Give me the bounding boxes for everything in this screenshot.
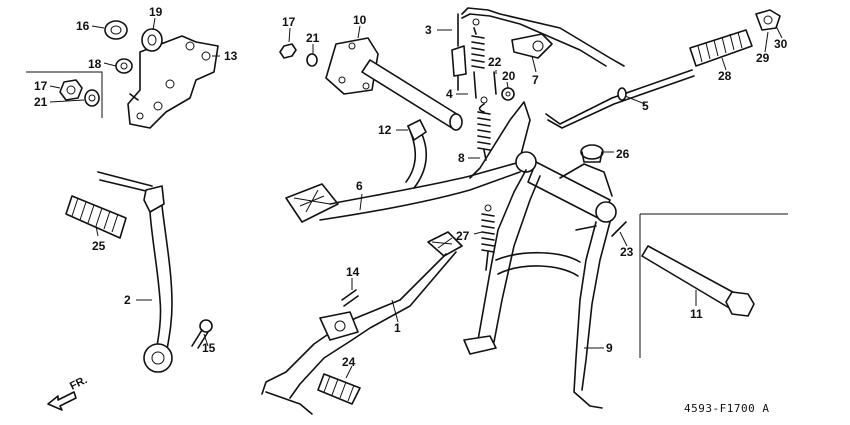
callout-21-left: 21 [34, 95, 48, 109]
callout-5: 5 [642, 99, 649, 113]
callout-21-top: 21 [306, 31, 320, 45]
callout-29: 29 [756, 51, 770, 65]
pedal-rubber-25 [65, 195, 127, 239]
collar-18 [115, 58, 133, 74]
callout-25: 25 [92, 239, 106, 253]
callout-23: 23 [620, 245, 634, 259]
callout-20: 19 [149, 5, 163, 19]
pivot-bolt-11 [641, 245, 755, 317]
washer-21-left [84, 89, 100, 107]
washer-19 [501, 87, 515, 101]
callout-6: 6 [356, 179, 363, 193]
callout-14: 14 [346, 265, 360, 279]
callout-30: 30 [774, 37, 788, 51]
spring-27 [481, 204, 495, 271]
pin-22 [493, 71, 497, 95]
leader-lines [49, 17, 783, 379]
frame-lines [639, 213, 788, 358]
clip-29-30 [755, 9, 781, 31]
callout-10: 10 [353, 13, 367, 27]
callout-11: 11 [690, 307, 703, 321]
pin-23 [611, 221, 627, 237]
callout-7: 7 [532, 73, 539, 87]
bracket-7 [511, 33, 553, 59]
brake-pedal-6 [285, 101, 531, 223]
side-stand-1 [261, 231, 463, 415]
spring-8 [477, 96, 491, 161]
callout-27: 27 [456, 229, 470, 243]
front-direction-arrow: FR. [47, 374, 89, 411]
callout-1: 1 [394, 321, 401, 335]
spring-28 [689, 29, 753, 67]
figure-code: 4593-F1700 A [684, 402, 769, 415]
nut-16 [104, 20, 128, 40]
callout-19: 20 [502, 69, 516, 83]
callout-16: 16 [76, 19, 90, 33]
bolt-15 [191, 319, 213, 349]
callout-8: 8 [458, 151, 465, 165]
callout-3: 3 [425, 23, 432, 37]
stand-bracket-13 [127, 35, 219, 129]
cable-5 [545, 69, 695, 129]
nut-17-left [59, 79, 83, 101]
switch-3 [451, 7, 625, 91]
front-label: FR. [68, 374, 89, 393]
pivot-plate-10 [325, 37, 463, 131]
callout-28: 28 [718, 69, 732, 83]
bolt-14 [341, 289, 359, 307]
callout-13: 13 [224, 49, 238, 63]
callout-18: 18 [88, 57, 102, 71]
callout-24: 24 [342, 355, 356, 369]
pedal-arm-2 [97, 171, 173, 373]
callout-15: 15 [202, 341, 216, 355]
callout-17-top: 17 [282, 15, 296, 29]
callout-2: 2 [124, 293, 131, 307]
callout-17-left: 17 [34, 79, 48, 93]
center-stand-9 [463, 151, 617, 409]
inset-box [26, 71, 103, 118]
callout-12: 12 [378, 123, 392, 137]
rubber-24 [317, 373, 361, 405]
callout-4: 4 [446, 87, 453, 101]
washer-21-top [306, 53, 318, 67]
nut-17-top [279, 43, 297, 59]
stopper-cap-26 [580, 144, 604, 163]
callout-26: 26 [616, 147, 630, 161]
callout-22: 22 [488, 55, 502, 69]
washer-20 [141, 28, 163, 52]
callout-9: 9 [606, 341, 613, 355]
spring-4 [471, 18, 485, 99]
callout-labels: 16 19 18 13 17 21 17 21 10 3 4 7 22 20 1… [34, 5, 788, 369]
